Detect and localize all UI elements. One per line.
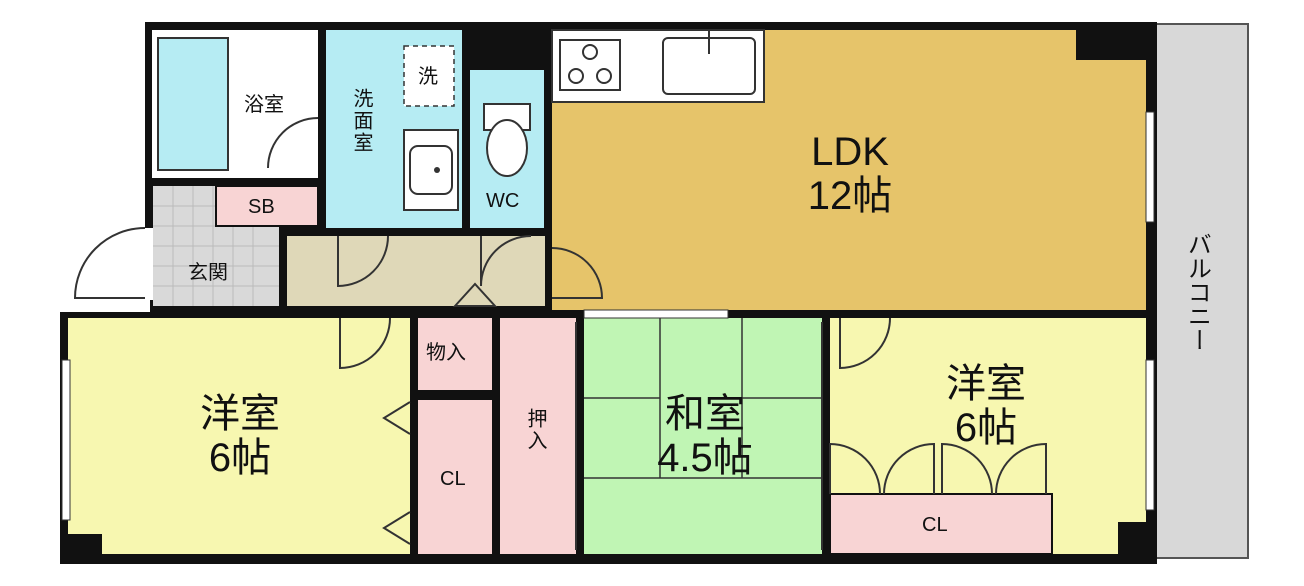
burner-icon [568, 68, 584, 84]
western-left-door-arc [339, 317, 391, 370]
bathtub [157, 37, 229, 171]
closet-door-marks [382, 511, 411, 545]
burner-icon [582, 44, 598, 60]
ldk-window [1145, 111, 1155, 223]
right-pillar [1118, 522, 1146, 554]
closet-door-arc [883, 442, 935, 495]
toilet-door-arc [480, 235, 532, 287]
tatami-lines [584, 318, 822, 479]
washing-machine-spot [403, 45, 455, 107]
western-room-left [68, 318, 410, 554]
shoebox-label: SB [248, 196, 275, 218]
entrance-door-opening [145, 228, 153, 300]
western-left-size: 6帖 [208, 436, 272, 480]
closet-door-arc [829, 442, 881, 495]
closet-door-arc [941, 442, 993, 495]
laundry-label: 洗 [418, 66, 438, 88]
basin-bowl [409, 145, 453, 195]
bath-label: 浴室 [244, 94, 284, 116]
closet-right [829, 493, 1053, 555]
japanese-sliding-door [583, 309, 729, 319]
ldk-door-arc [551, 247, 604, 299]
entrance-label: 玄関 [188, 262, 228, 284]
japanese-room [584, 318, 822, 554]
western-right-name: 洋室 [946, 362, 1026, 406]
ldk-pillar [1076, 30, 1146, 60]
left-pillar [68, 534, 102, 554]
hallway [287, 236, 545, 306]
washroom-door-arc [337, 235, 389, 288]
entrance-tiles [153, 186, 279, 306]
step-icon [452, 282, 498, 307]
toilet-bowl [486, 119, 528, 177]
western-right-label: 洋室 6帖 [926, 362, 1046, 450]
closet-door-arc [995, 442, 1047, 495]
closet-right-label: CL [922, 514, 948, 536]
storage-room [418, 318, 492, 390]
closet-door-marks [382, 401, 411, 435]
western-left-label: 洋室 6帖 [180, 392, 300, 480]
stove [559, 39, 621, 91]
storage-label: 物入 [426, 342, 466, 364]
balcony-area [1151, 23, 1249, 559]
western-left-name: 洋室 [200, 392, 280, 436]
closet-left [418, 400, 492, 554]
right-window [1145, 359, 1155, 511]
oshiire-label: 押入 [524, 408, 546, 452]
japanese-name: 和室 [665, 392, 745, 436]
entrance-door-arc [73, 227, 146, 299]
closet-left-label: CL [440, 468, 466, 490]
washroom-label: 洗面室 [350, 88, 372, 154]
oshiire [500, 318, 576, 554]
bath-door-arc [267, 117, 319, 169]
japanese-label: 和室 4.5帖 [630, 392, 780, 480]
toilet-label: WC [486, 190, 520, 212]
ldk-label: LDK 12帖 [800, 130, 900, 218]
ldk-name: LDK [811, 130, 889, 174]
japanese-size: 4.5帖 [657, 436, 753, 480]
basin-drain [434, 167, 440, 173]
ldk-size: 12帖 [807, 174, 893, 218]
shoebox [215, 185, 319, 227]
balcony-label: バルコニー [1183, 232, 1211, 352]
left-window [61, 359, 71, 521]
western-right-size: 6帖 [954, 406, 1018, 450]
western-right-door-arc [839, 317, 891, 370]
burner-icon [596, 68, 612, 84]
